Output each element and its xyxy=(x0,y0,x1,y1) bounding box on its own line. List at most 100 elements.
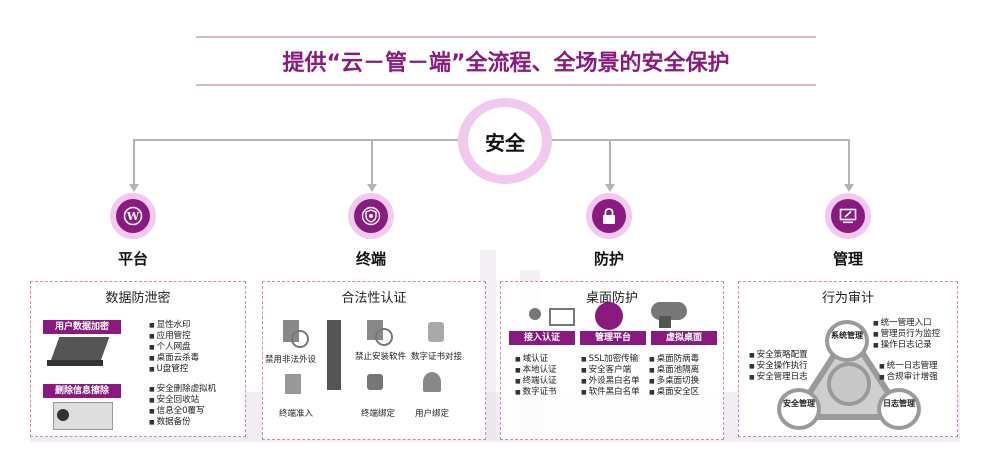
user-lock-icon xyxy=(367,374,383,390)
document-illustration xyxy=(53,402,113,430)
monitor-edit-icon xyxy=(831,199,865,233)
item-label: 禁止安装软件 xyxy=(355,352,407,362)
list-item: 多桌面切换 xyxy=(649,376,700,387)
category-icon-terminal xyxy=(348,193,394,239)
connector-vertical xyxy=(609,139,611,185)
list-item: 数据备份 xyxy=(149,417,216,428)
list-management-platform: SSL加密传输 安全客户端 外设黑白名单 软件黑白名单 xyxy=(581,354,640,398)
list-item: 管理员行为监控 xyxy=(873,329,941,340)
node-security-management: 安全管理 xyxy=(777,388,821,430)
list-item: 安全策略配置 xyxy=(749,350,808,361)
lock-icon xyxy=(592,199,626,233)
panel-legitimacy-auth: 合法性认证 禁用非法外设 禁止安装软件 数字证书对接 终端准入 终端绑定 用户绑… xyxy=(262,281,486,440)
list-log-management: 统一日志管理 合规审计增强 xyxy=(879,361,938,383)
forbidden-icon xyxy=(291,330,309,348)
tag-access-auth: 接入认证 xyxy=(509,331,575,345)
monitor-icon xyxy=(549,308,575,326)
page-title: 提供“云－管－端”全流程、全场景的安全保护 xyxy=(282,51,730,76)
list-item: 统一管理入口 xyxy=(873,318,940,329)
list-item: SSL加密传输 xyxy=(581,354,640,365)
list-item: 数字证书 xyxy=(515,387,557,398)
item-label: 终端绑定 xyxy=(361,409,396,419)
node-label: 系统管理 xyxy=(831,331,863,340)
tag-user-data-encryption: 用户数据加密 xyxy=(43,320,121,334)
list-erasure-features: 安全删除虚拟机 安全回收站 信息全0覆写 数据备份 xyxy=(149,384,217,428)
center-inner: 安全 xyxy=(468,107,542,175)
item-label: 禁用非法外设 xyxy=(265,355,317,365)
list-item: 统一日志管理 xyxy=(879,361,938,372)
list-item: 应用管控 xyxy=(149,331,199,342)
laptop-illustration xyxy=(50,337,110,361)
list-item: U盘管控 xyxy=(149,364,199,375)
laptop-base xyxy=(47,360,103,366)
list-item: 终端认证 xyxy=(515,376,557,387)
list-item: 信息全0覆写 xyxy=(149,406,216,417)
node-label: 安全管理 xyxy=(783,399,815,408)
center-security-node: 安全 xyxy=(458,98,552,184)
node-label: 日志管理 xyxy=(883,399,915,408)
list-item: 桌面云杀毒 xyxy=(149,353,200,364)
item-label: 数字证书对接 xyxy=(411,352,463,362)
list-item: 安全管理日志 xyxy=(749,372,808,383)
arrow-down-icon xyxy=(605,184,615,192)
home-shield-icon xyxy=(595,302,623,330)
wordpress-icon: W xyxy=(116,199,150,233)
connector-horizontal xyxy=(133,139,460,141)
list-item: 桌面池隔离 xyxy=(649,365,700,376)
connector-vertical xyxy=(371,139,373,185)
node-log-management: 日志管理 xyxy=(877,388,921,430)
category-label-protect: 防护 xyxy=(593,250,624,268)
arrow-down-icon xyxy=(367,184,377,192)
list-item: 本地认证 xyxy=(515,365,557,376)
list-item: 合规审计增强 xyxy=(879,372,938,383)
list-item: 软件黑白名单 xyxy=(581,387,640,398)
list-item: 域认证 xyxy=(515,354,557,365)
list-security-management: 安全策略配置 安全操作执行 安全管理日志 xyxy=(749,350,808,383)
list-access-auth: 域认证 本地认证 终端认证 数字证书 xyxy=(515,354,557,398)
connector-vertical xyxy=(848,139,850,185)
shield-badge-icon xyxy=(354,199,388,233)
list-item: 安全回收站 xyxy=(149,395,216,406)
panel-desktop-protection: 桌面防护 接入认证 管理平台 虚拟桌面 域认证 本地认证 终端认证 数字证书 S… xyxy=(500,281,724,440)
list-item: 显性水印 xyxy=(149,320,199,331)
arrow-down-icon xyxy=(129,184,139,192)
lock-icon xyxy=(659,316,671,328)
user-icon xyxy=(529,308,541,320)
tag-virtual-desktop: 虚拟桌面 xyxy=(651,331,717,345)
category-label-manage: 管理 xyxy=(832,250,863,268)
panel-behavior-audit: 行为审计 系统管理 安全管理 日志管理 统一管理入口 管理员行为监控 操作日志记… xyxy=(738,281,958,437)
certificate-lock-icon xyxy=(428,322,444,342)
category-icon-platform: W xyxy=(110,193,156,239)
title-banner: 提供“云－管－端”全流程、全场景的安全保护 xyxy=(196,36,816,86)
tag-management-platform: 管理平台 xyxy=(580,331,646,345)
panel-title: 合法性认证 xyxy=(341,291,407,306)
category-icon-protect xyxy=(586,193,632,239)
server-tower-icon xyxy=(327,320,341,390)
list-item: 桌面防病毒 xyxy=(649,354,700,365)
panel-title: 行为审计 xyxy=(821,291,874,306)
user-icon xyxy=(423,372,441,392)
node-system-management: 系统管理 xyxy=(825,320,869,362)
list-item: 桌面安全区 xyxy=(649,387,700,398)
eye-icon xyxy=(57,409,69,421)
center-label: 安全 xyxy=(485,131,525,155)
document-user-icon xyxy=(285,374,301,394)
list-item: 安全操作执行 xyxy=(749,361,808,372)
list-item: 个人网盘 xyxy=(149,342,199,353)
list-item: 安全删除虚拟机 xyxy=(149,384,217,395)
svg-text:W: W xyxy=(126,210,140,223)
category-label-terminal: 终端 xyxy=(355,250,386,268)
panel-title: 桌面防护 xyxy=(585,291,638,306)
tag-info-erasure: 删除信息擦除 xyxy=(43,384,121,398)
item-label: 终端准入 xyxy=(279,409,314,419)
cloud-icon xyxy=(651,302,687,320)
list-item: 操作日志记录 xyxy=(873,340,940,351)
item-label: 用户绑定 xyxy=(415,409,450,419)
panel-data-leak-prevention: 数据防泄密 用户数据加密 显性水印 应用管控 个人网盘 桌面云杀毒 U盘管控 删… xyxy=(30,281,246,437)
category-label-platform: 平台 xyxy=(117,250,148,268)
list-item: 外设黑白名单 xyxy=(581,376,640,387)
list-system-management: 统一管理入口 管理员行为监控 操作日志记录 xyxy=(873,318,941,351)
list-item: 安全客户端 xyxy=(581,365,640,376)
connector-horizontal xyxy=(550,139,850,141)
arrow-down-icon xyxy=(844,184,854,192)
